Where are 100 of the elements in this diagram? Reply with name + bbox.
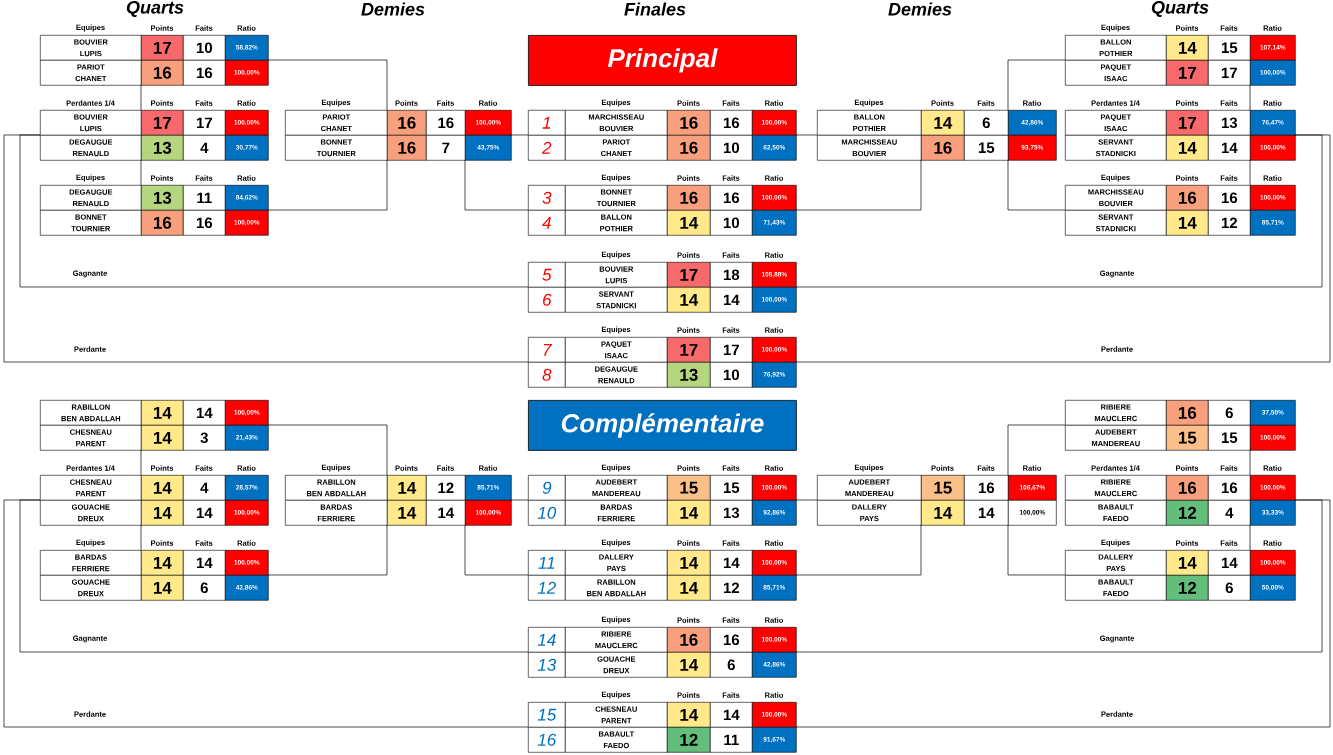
connector-line — [3, 499, 529, 728]
faits-cell: 6 — [1208, 575, 1251, 601]
faits-cell: 12 — [426, 475, 466, 501]
faits-cell: 14 — [183, 500, 226, 526]
faits-cell: 15 — [1208, 425, 1251, 451]
points-cell: 12 — [1166, 500, 1209, 526]
title-banner: Complémentaire — [528, 400, 797, 451]
points-cell: 14 — [387, 500, 427, 526]
points-cell: 13 — [141, 185, 184, 211]
connector-line — [140, 524, 142, 551]
faits-cell: 16 — [183, 210, 226, 236]
points-cell: 14 — [667, 652, 711, 678]
faits-cell: 14 — [183, 550, 226, 576]
connector-line — [795, 524, 922, 576]
points-cell: 14 — [1166, 550, 1209, 576]
connector-line — [1007, 424, 1066, 476]
faits-cell: 13 — [710, 500, 753, 526]
faits-cell: 10 — [710, 135, 753, 161]
faits-cell: 6 — [964, 110, 1009, 136]
rank-number-cell: 7 — [528, 337, 566, 363]
points-cell: 12 — [667, 727, 711, 753]
points-cell: 14 — [1166, 35, 1209, 61]
points-cell: 16 — [1166, 400, 1209, 426]
faits-cell: 14 — [183, 400, 226, 426]
points-cell: 14 — [667, 500, 711, 526]
connector-line — [267, 424, 388, 476]
faits-cell: 12 — [1208, 210, 1251, 236]
connector-line — [19, 499, 529, 653]
column-title: Demies — [888, 2, 952, 16]
faits-cell: 4 — [183, 135, 226, 161]
connector-line — [1249, 159, 1251, 186]
connector-line — [795, 499, 818, 501]
rank-number-cell: 3 — [528, 185, 566, 211]
faits-cell: 16 — [1208, 185, 1251, 211]
points-cell: 14 — [141, 475, 184, 501]
rank-number-cell: 4 — [528, 210, 566, 236]
points-cell: 17 — [141, 35, 184, 61]
points-cell: 13 — [667, 362, 711, 388]
connector-line — [267, 59, 388, 111]
points-cell: 14 — [667, 210, 711, 236]
column-title: Demies — [361, 2, 425, 16]
faits-cell: 14 — [426, 500, 466, 526]
connector-line — [1249, 449, 1251, 476]
faits-cell: 12 — [710, 575, 753, 601]
faits-cell: 14 — [710, 287, 753, 313]
faits-cell: 14 — [710, 550, 753, 576]
connector-line — [1007, 524, 1066, 576]
connector-line — [795, 134, 1331, 363]
points-cell: 14 — [921, 500, 965, 526]
faits-cell: 7 — [426, 135, 466, 161]
connector-line — [1007, 159, 1066, 211]
points-cell: 14 — [387, 475, 427, 501]
points-cell: 17 — [1166, 60, 1209, 86]
faits-cell: 16 — [1208, 475, 1251, 501]
points-cell: 16 — [667, 110, 711, 136]
points-cell: 16 — [1166, 475, 1209, 501]
faits-cell: 17 — [183, 110, 226, 136]
points-cell: 14 — [667, 575, 711, 601]
rank-number-cell: 10 — [528, 500, 566, 526]
connector-line — [140, 84, 142, 111]
connector-line — [140, 449, 142, 476]
points-cell: 17 — [667, 337, 711, 363]
connector-line — [19, 134, 529, 288]
rank-number-cell: 9 — [528, 475, 566, 501]
faits-cell: 6 — [710, 652, 753, 678]
faits-cell: 17 — [710, 337, 753, 363]
points-cell: 17 — [141, 110, 184, 136]
faits-cell: 16 — [183, 60, 226, 86]
faits-cell: 4 — [183, 475, 226, 501]
points-cell: 14 — [921, 110, 965, 136]
connector-line — [510, 134, 529, 136]
points-cell: 14 — [667, 287, 711, 313]
connector-line — [464, 159, 529, 211]
points-cell: 16 — [921, 135, 965, 161]
points-cell: 16 — [667, 135, 711, 161]
faits-cell: 10 — [710, 362, 753, 388]
connector-line — [464, 524, 529, 576]
rank-number-cell: 16 — [528, 727, 566, 753]
points-cell: 16 — [387, 135, 427, 161]
title-banner: Principal — [528, 35, 797, 86]
points-cell: 15 — [1166, 425, 1209, 451]
faits-cell: 10 — [710, 210, 753, 236]
faits-cell: 16 — [964, 475, 1009, 501]
points-cell: 14 — [141, 575, 184, 601]
points-cell: 12 — [1166, 575, 1209, 601]
points-cell: 16 — [667, 185, 711, 211]
points-cell: 16 — [667, 627, 711, 653]
rank-number-cell: 13 — [528, 652, 566, 678]
points-cell: 16 — [141, 60, 184, 86]
faits-cell: 16 — [710, 185, 753, 211]
faits-cell: 18 — [710, 262, 753, 288]
points-cell: 14 — [141, 550, 184, 576]
faits-cell: 16 — [710, 110, 753, 136]
faits-cell: 13 — [1208, 110, 1251, 136]
connector-line — [795, 134, 818, 136]
faits-cell: 6 — [183, 575, 226, 601]
points-cell: 17 — [1166, 110, 1209, 136]
faits-cell: 10 — [183, 35, 226, 61]
connector-line — [795, 499, 1331, 728]
rank-number-cell: 11 — [528, 550, 566, 576]
